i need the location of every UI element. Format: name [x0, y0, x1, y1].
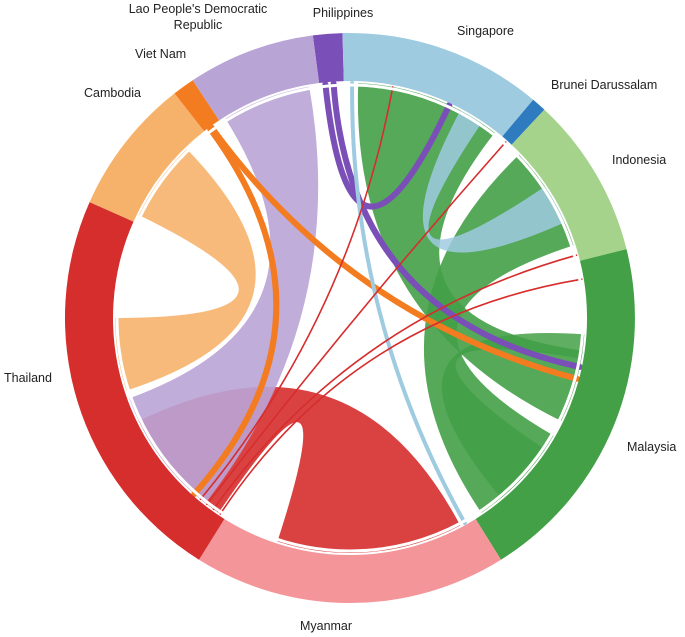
- region-arc-layer: [64, 33, 635, 603]
- ribbon-thailand-brunei: [206, 141, 507, 506]
- label-thailand: Thailand: [4, 371, 52, 385]
- arc-myanmar: [199, 519, 501, 603]
- ribbon-thailand-indonesia: [212, 254, 578, 511]
- arc-brunei: [502, 99, 545, 145]
- arc-philippines: [312, 33, 344, 83]
- label-myanmar: Myanmar: [300, 619, 352, 633]
- label-cambodia-line1: Cambodia: [84, 86, 141, 100]
- ribbon-singapore-indonesia: [422, 110, 565, 253]
- arc-vietnam: [174, 80, 220, 132]
- label-laos-line1: Lao People's Democratic: [129, 2, 268, 16]
- label-indonesia: Indonesia: [612, 153, 666, 167]
- ribbon-malaysia-myanmar: [441, 333, 585, 498]
- label-singapore: Singapore: [457, 24, 514, 38]
- label-philippines: Philippines: [313, 6, 373, 20]
- ribbon-singapore-philippines: [322, 81, 453, 210]
- label-cambodia: Cambodia: [84, 86, 141, 100]
- ribbon-malaysia-philippines: [330, 80, 583, 370]
- label-laos-line2: Republic: [174, 18, 223, 32]
- inner-guide-ring: [115, 83, 585, 553]
- ribbon-singapore-myanmar: [350, 81, 467, 525]
- arc-malaysia: [475, 249, 635, 560]
- label-indonesia-line1: Indonesia: [612, 153, 666, 167]
- ribbon-thailand-cambodia: [115, 149, 256, 391]
- label-myanmar-line1: Myanmar: [300, 619, 352, 633]
- region-label-layer: Philippines Singapore Brunei Darussalam …: [4, 2, 676, 633]
- arc-thailand: [64, 202, 225, 560]
- label-philippines-line1: Philippines: [313, 6, 373, 20]
- ribbon-thailand-malaysia: [219, 278, 583, 515]
- label-brunei: Brunei Darussalam: [551, 78, 657, 92]
- ribbon-thailand-singapore: [199, 86, 394, 501]
- label-malaysia-line1: Malaysia: [627, 440, 676, 454]
- label-thailand-line1: Thailand: [4, 371, 52, 385]
- label-vietnam-line1: Viet Nam: [135, 47, 186, 61]
- arc-cambodia: [89, 93, 205, 222]
- label-singapore-line1: Singapore: [457, 24, 514, 38]
- ribbon-thailand-vietnam: [191, 126, 280, 497]
- arc-singapore: [342, 33, 534, 137]
- label-malaysia: Malaysia: [627, 440, 676, 454]
- label-vietnam: Viet Nam: [135, 47, 186, 61]
- arc-indonesia: [511, 109, 627, 261]
- ribbon-thailand-laos: [129, 86, 319, 504]
- label-brunei-line1: Brunei Darussalam: [551, 78, 657, 92]
- arc-laos: [192, 35, 320, 121]
